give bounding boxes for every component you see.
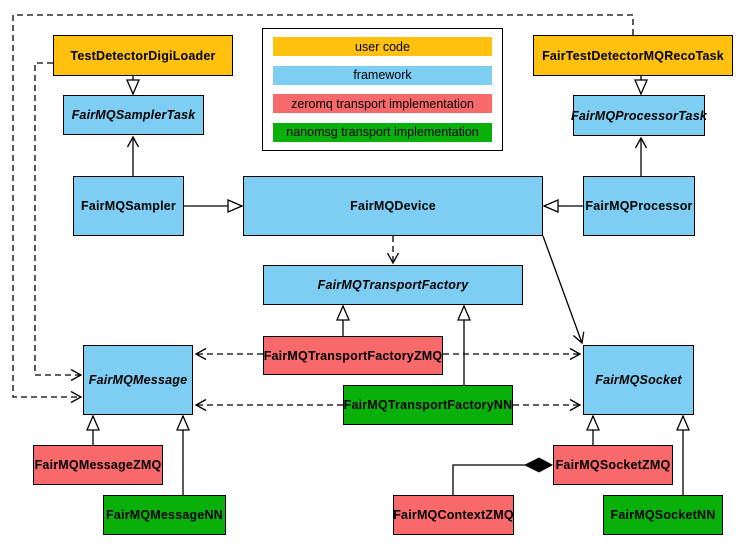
- legend-label: zeromq transport implementation: [291, 96, 474, 111]
- edge-assoc-device-socket: [542, 235, 585, 345]
- node-fairtestdetectormqrecotask: FairTestDetectorMQRecoTask: [533, 35, 733, 76]
- node-fairmqsampler: FairMQSampler: [73, 176, 184, 236]
- composition-diamond: [524, 457, 553, 473]
- legend-item-nanomsg: nanomsg transport implementation: [273, 122, 492, 142]
- node-fairmqmessagenn: FairMQMessageNN: [103, 495, 226, 535]
- node-fairmqtransportfactoryzmq: FairMQTransportFactoryZMQ: [263, 336, 443, 375]
- node-fairmqsamplertask: FairMQSamplerTask: [63, 95, 204, 135]
- node-fairmqtransportfactorynn: FairMQTransportFactoryNN: [343, 385, 513, 425]
- legend-label: user code: [355, 39, 410, 54]
- legend-label: nanomsg transport implementation: [286, 125, 479, 140]
- edge-comp-contextzmq-socketzmq: [452, 464, 526, 495]
- legend-item-user-code: user code: [273, 37, 492, 56]
- node-fairmqcontextzmq: FairMQContextZMQ: [393, 495, 514, 535]
- legend-label: framework: [353, 68, 412, 83]
- node-fairmqmessagezmq: FairMQMessageZMQ: [33, 445, 163, 485]
- legend: user code framework zeromq transport imp…: [262, 28, 503, 151]
- legend-item-framework: framework: [273, 65, 492, 85]
- node-fairmqsocket: FairMQSocket: [583, 345, 694, 415]
- node-fairmqprocessortask: FairMQProcessorTask: [571, 95, 707, 136]
- legend-item-zeromq: zeromq transport implementation: [273, 94, 492, 114]
- node-fairmqdevice: FairMQDevice: [243, 176, 543, 236]
- node-fairmqsocketzmq: FairMQSocketZMQ: [553, 445, 673, 485]
- edge-dep-recotask-message: [12, 14, 634, 404]
- node-testdetectordigiloader: TestDetectorDigiLoader: [53, 35, 233, 76]
- node-fairmqtransportfactory: FairMQTransportFactory: [263, 265, 523, 305]
- edge-dep-loader-message: [34, 62, 83, 382]
- node-fairmqprocessor: FairMQProcessor: [583, 176, 695, 236]
- node-fairmqmessage: FairMQMessage: [83, 345, 193, 415]
- node-fairmqsocketnn: FairMQSocketNN: [603, 495, 723, 535]
